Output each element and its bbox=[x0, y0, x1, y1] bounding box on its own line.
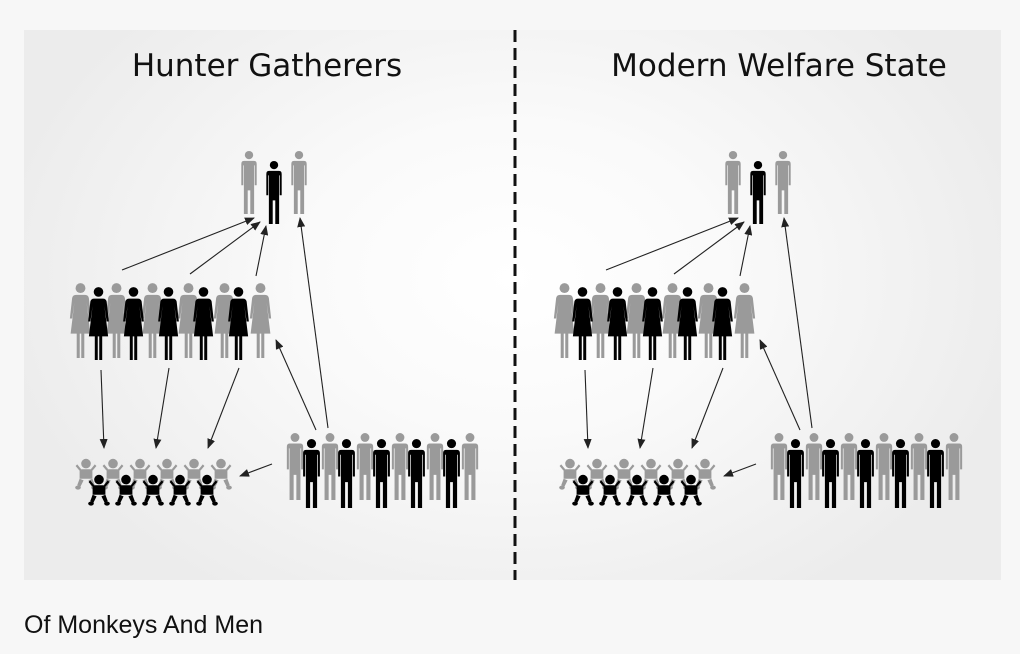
man-icon bbox=[286, 433, 304, 500]
women-group bbox=[69, 283, 272, 360]
arrow bbox=[297, 217, 329, 429]
arrow bbox=[759, 339, 801, 431]
arrow bbox=[739, 225, 753, 277]
top-group bbox=[241, 150, 307, 224]
woman-icon bbox=[572, 287, 593, 360]
man-icon bbox=[391, 433, 409, 500]
man-icon bbox=[303, 439, 320, 508]
man-icon bbox=[775, 150, 791, 214]
man-icon bbox=[945, 433, 963, 500]
arrow bbox=[723, 463, 757, 477]
man-icon bbox=[857, 439, 874, 508]
arrow bbox=[121, 217, 255, 271]
arrow bbox=[605, 217, 739, 271]
panel-title-hunter-gatherers: Hunter Gatherers bbox=[132, 48, 402, 84]
woman-icon bbox=[607, 287, 628, 360]
man-icon bbox=[787, 439, 804, 508]
man-icon bbox=[321, 433, 339, 500]
arrow bbox=[275, 339, 317, 431]
man-icon bbox=[750, 160, 766, 224]
women-group bbox=[553, 283, 756, 360]
man-icon bbox=[840, 433, 858, 500]
panel-hunter-gatherers: Hunter Gatherers bbox=[69, 48, 479, 508]
man-icon bbox=[338, 439, 355, 508]
man-icon bbox=[426, 433, 444, 500]
man-icon bbox=[408, 439, 425, 508]
diagram-svg: Hunter Gatherers bbox=[69, 30, 963, 580]
arrow bbox=[691, 367, 724, 449]
man-icon bbox=[910, 433, 928, 500]
panel-title-modern-welfare-state: Modern Welfare State bbox=[611, 48, 947, 84]
man-icon bbox=[805, 433, 823, 500]
arrows bbox=[99, 217, 329, 477]
man-icon bbox=[770, 433, 788, 500]
figure-caption: Of Monkeys And Men bbox=[24, 611, 264, 639]
arrows bbox=[583, 217, 813, 477]
man-icon bbox=[875, 433, 893, 500]
man-icon bbox=[356, 433, 374, 500]
arrow bbox=[583, 369, 592, 449]
arrow bbox=[153, 367, 170, 449]
arrow bbox=[207, 367, 240, 449]
man-icon bbox=[927, 439, 944, 508]
man-icon bbox=[725, 150, 741, 214]
man-icon bbox=[892, 439, 909, 508]
diagram-figure: Hunter Gatherers bbox=[24, 30, 1001, 580]
panel-modern-welfare-state: Modern Welfare State bbox=[553, 48, 963, 508]
arrow bbox=[99, 369, 108, 449]
man-icon bbox=[266, 160, 282, 224]
woman-icon bbox=[69, 283, 92, 358]
men-group bbox=[770, 433, 963, 508]
arrow bbox=[239, 463, 273, 477]
arrow bbox=[189, 221, 261, 275]
man-icon bbox=[822, 439, 839, 508]
woman-icon bbox=[88, 287, 109, 360]
arrow bbox=[255, 225, 269, 277]
arrow bbox=[781, 217, 813, 429]
woman-icon bbox=[123, 287, 144, 360]
woman-icon bbox=[158, 287, 179, 360]
top-group bbox=[725, 150, 791, 224]
men-group bbox=[286, 433, 479, 508]
man-icon bbox=[241, 150, 257, 214]
woman-icon bbox=[733, 283, 756, 358]
babies-group bbox=[559, 458, 716, 506]
man-icon bbox=[291, 150, 307, 214]
woman-icon bbox=[553, 283, 576, 358]
babies-group bbox=[75, 458, 232, 506]
woman-icon bbox=[249, 283, 272, 358]
man-icon bbox=[461, 433, 479, 500]
arrow bbox=[673, 221, 745, 275]
woman-icon bbox=[642, 287, 663, 360]
man-icon bbox=[443, 439, 460, 508]
arrow bbox=[637, 367, 654, 449]
man-icon bbox=[373, 439, 390, 508]
